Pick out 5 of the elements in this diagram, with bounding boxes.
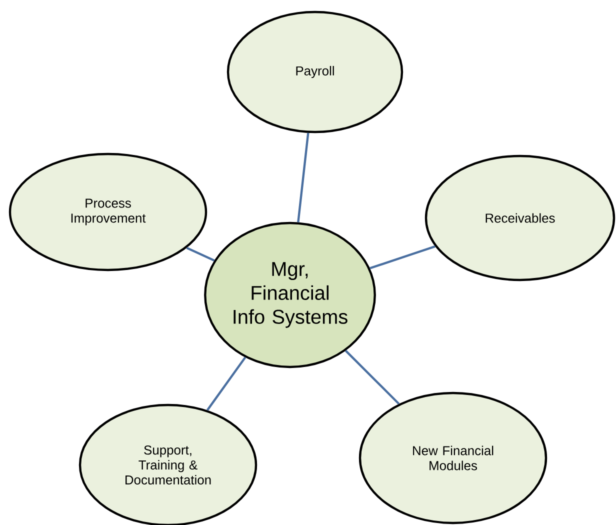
connector-line <box>370 245 436 270</box>
connector-line <box>344 350 400 405</box>
connector-line <box>186 246 215 262</box>
connector-line <box>297 132 310 222</box>
connector-line <box>206 356 246 411</box>
